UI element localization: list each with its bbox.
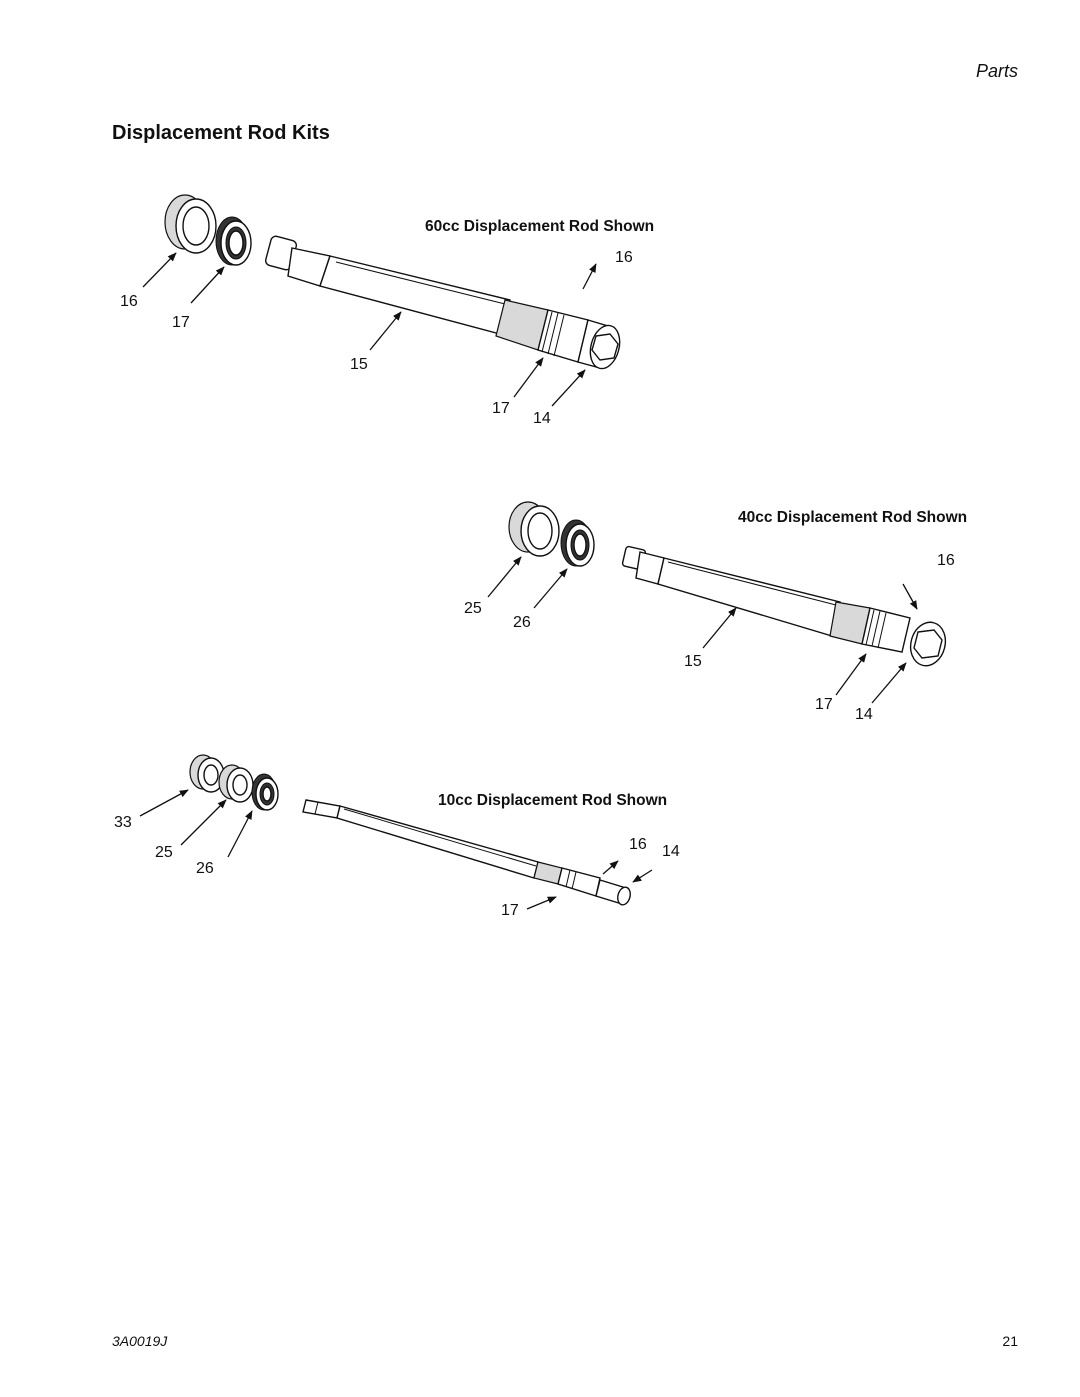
callout-10cc-piston-nut: 14	[662, 843, 680, 860]
callout-10cc-piston-packing: 16	[629, 836, 647, 853]
callout-60cc-piston-packing: 16	[615, 249, 633, 266]
callout-40cc-rod: 15	[684, 653, 702, 670]
callout-10cc-spacer: 33	[114, 814, 132, 831]
bearing-ring-part	[218, 764, 254, 803]
rod-part	[264, 235, 621, 370]
bearing-ring-part	[508, 501, 560, 557]
callout-40cc-piston-packing: 16	[937, 552, 955, 569]
seal-part	[251, 773, 279, 811]
seal-part	[560, 519, 595, 567]
callout-10cc-piston-seal: 17	[501, 902, 519, 919]
callout-10cc-seal: 26	[196, 860, 214, 877]
figure-title-40cc: 40cc Displacement Rod Shown	[738, 509, 968, 526]
seal-part	[215, 216, 252, 266]
document-code: 3A0019J	[112, 1333, 168, 1349]
callout-60cc-seal: 17	[172, 314, 190, 331]
callout-40cc-piston-nut: 14	[855, 706, 873, 723]
page-title: Displacement Rod Kits	[112, 122, 330, 144]
callout-60cc-bearing: 16	[120, 293, 138, 310]
callout-40cc-bearing: 25	[464, 600, 482, 617]
figure-title-10cc: 10cc Displacement Rod Shown	[438, 792, 668, 809]
bearing-ring-part	[164, 194, 217, 254]
rod-part	[302, 799, 631, 906]
callout-40cc-piston-seal: 17	[815, 696, 833, 713]
callout-40cc-seal: 26	[513, 614, 531, 631]
callout-60cc-rod: 15	[350, 356, 368, 373]
callout-10cc-bearing: 25	[155, 844, 173, 861]
section-label: Parts	[975, 61, 1018, 81]
rod-part	[621, 545, 947, 667]
callout-60cc-piston-nut: 14	[533, 410, 551, 427]
spacer-part	[189, 754, 225, 793]
figure-title-60cc: 60cc Displacement Rod Shown	[425, 218, 655, 235]
callout-60cc-piston-seal: 17	[492, 400, 510, 417]
page-number: 21	[1002, 1333, 1018, 1349]
